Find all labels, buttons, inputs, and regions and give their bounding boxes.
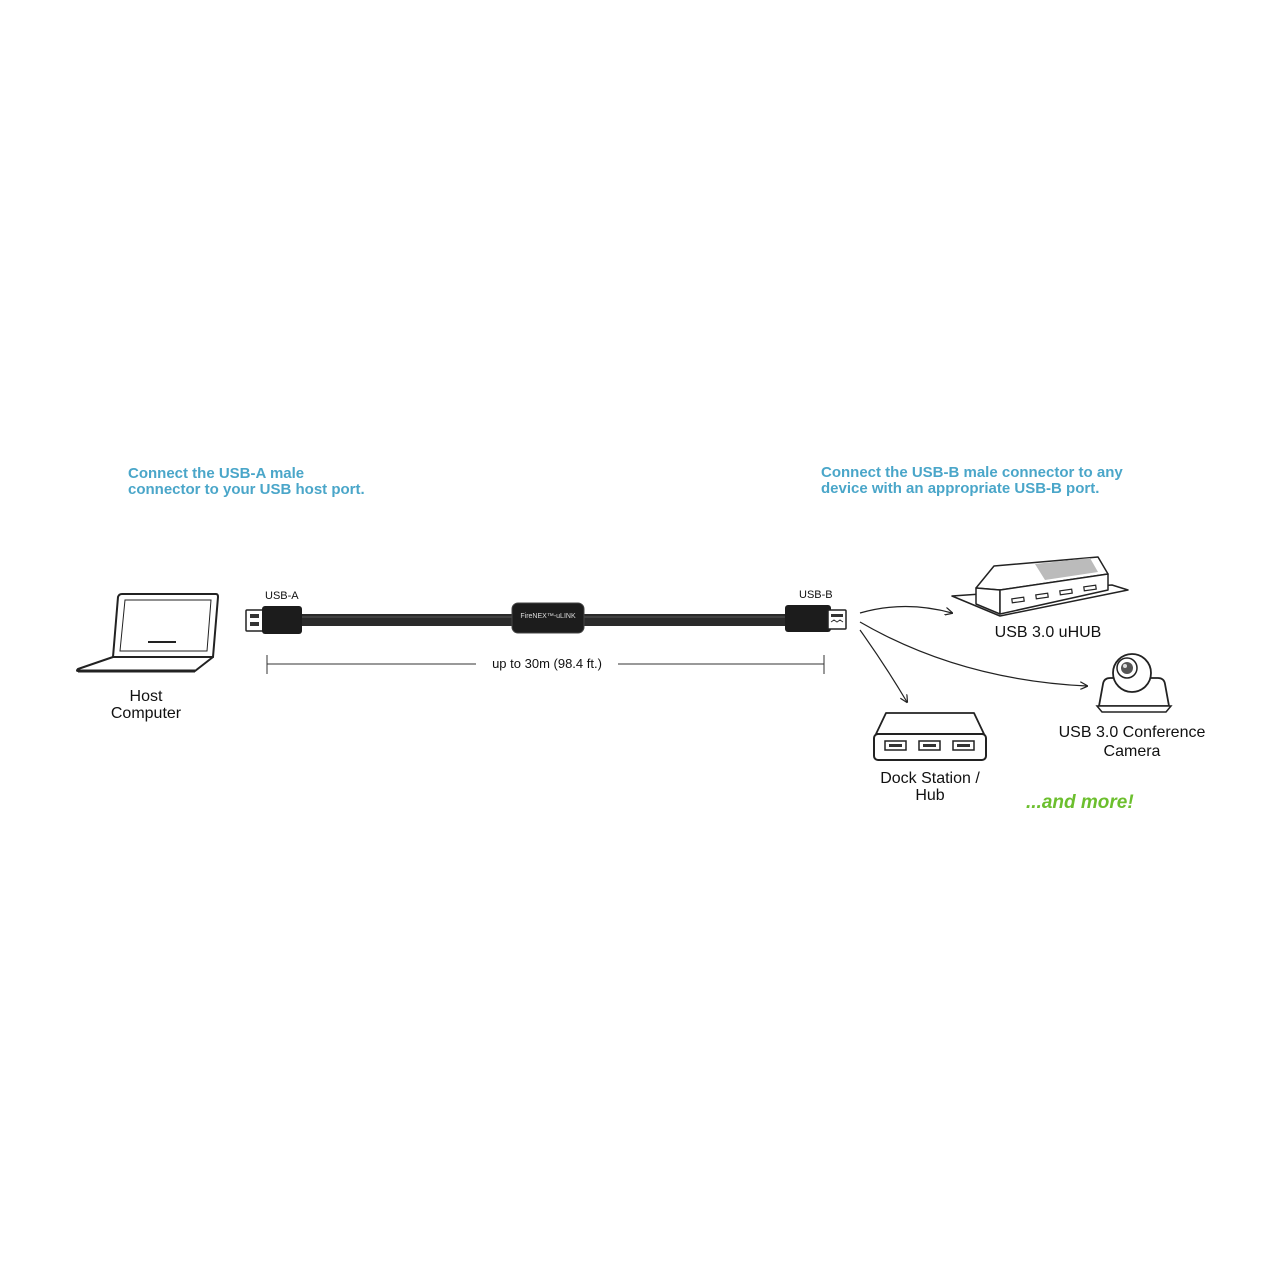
right-instruction-line-1: Connect the USB-B male connector to any <box>821 464 1123 481</box>
dock-station-label-line-1: Dock Station / <box>880 770 980 787</box>
uhub-label-text: USB 3.0 uHUB <box>994 624 1102 641</box>
dock-station-icon <box>873 712 987 761</box>
left-instruction: Connect the USB-A male connector to your… <box>128 466 365 498</box>
uhub-label: USB 3.0 uHUB <box>978 624 1118 641</box>
uhub-icon <box>951 556 1129 617</box>
camera-label: USB 3.0 Conference Camera <box>1046 723 1218 761</box>
right-instruction-line-2: device with an appropriate USB-B port. <box>821 480 1100 497</box>
left-instruction-line-2: connector to your USB host port. <box>128 481 365 498</box>
host-computer-label-line-1: Host <box>129 688 163 705</box>
camera-label-line-2: Camera <box>1103 743 1161 760</box>
usb-a-connector <box>245 606 302 634</box>
usb-a-label: USB-A <box>265 590 299 602</box>
and-more-label: ...and more! <box>1026 792 1134 813</box>
camera-label-line-1: USB 3.0 Conference <box>1058 724 1206 741</box>
length-dimension <box>266 655 825 674</box>
length-label: up to 30m (98.4 ft.) <box>492 656 602 671</box>
host-computer-label-line-2: Computer <box>110 705 182 722</box>
usb-b-connector <box>785 605 847 632</box>
extender-module <box>511 602 585 634</box>
connection-arrows <box>859 605 1087 703</box>
conference-camera-icon <box>1095 653 1173 713</box>
left-instruction-line-1: Connect the USB-A male <box>128 465 305 482</box>
dock-station-label-line-2: Hub <box>915 787 945 804</box>
usb-b-label: USB-B <box>799 589 833 601</box>
dock-station-label: Dock Station / Hub <box>866 770 994 804</box>
module-label: FireNEX™-uLINK <box>520 613 576 620</box>
right-instruction: Connect the USB-B male connector to any … <box>821 465 1123 497</box>
laptop-icon <box>76 593 219 673</box>
host-computer-label: Host Computer <box>86 688 206 722</box>
